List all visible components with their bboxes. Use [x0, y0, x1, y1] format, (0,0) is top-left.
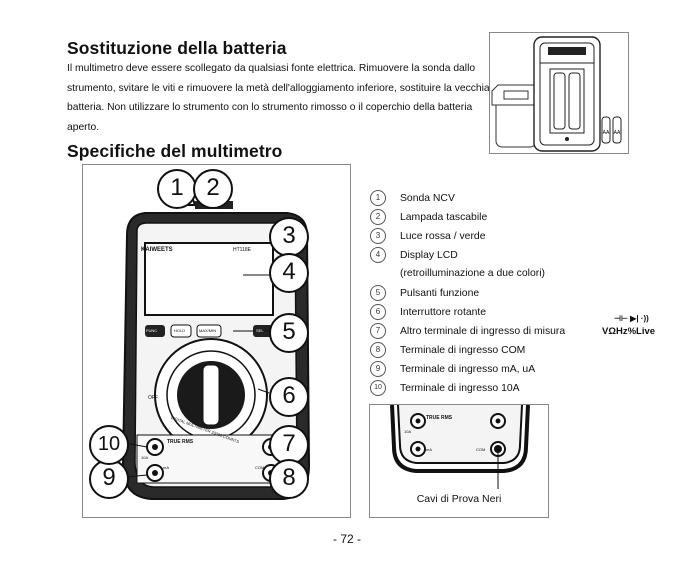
device-brand: KAIWEETS: [141, 247, 173, 253]
measurement-symbols-top: ⊣⊢ ▶| ·)): [614, 314, 649, 323]
battery-label: AA: [603, 130, 610, 136]
probe-jack-com: COM: [476, 447, 486, 452]
callout-6: 6: [269, 377, 309, 417]
callout-4: 4: [269, 253, 309, 293]
probe-jack-10a: 10A: [404, 429, 412, 434]
callout-8: 8: [269, 459, 309, 499]
list-item: (retroilluminazione a due colori): [400, 268, 545, 279]
callout-2: 2: [193, 169, 233, 209]
probe-detail-figure: TRUE RMS 10A mA COM Cavi di Prova Neri: [369, 404, 549, 518]
battery-label: AA: [614, 130, 621, 136]
callout-3: 3: [269, 217, 309, 257]
battery-compartment-figure: AA AA: [489, 32, 629, 154]
true-rms-label: TRUE RMS: [167, 439, 194, 445]
probe-jack-ma: mA: [426, 447, 432, 452]
battery-replacement-title: Sostituzione della batteria: [67, 38, 287, 58]
device-model: HT118E: [233, 247, 251, 253]
hold-button[interactable]: HOLD: [174, 328, 186, 333]
jack-10a-label: 10A: [141, 455, 149, 460]
multimeter-specs-title: Specifiche del multimetro: [67, 141, 283, 161]
callout-5: 5: [269, 313, 309, 353]
measurement-symbols-bottom: VΩHz%Live: [602, 326, 656, 337]
page-number: - 72 -: [332, 532, 361, 546]
callout-1: 1: [157, 169, 197, 209]
probe-true-rms: TRUE RMS: [426, 415, 453, 421]
callout-9: 9: [89, 459, 129, 499]
jack-ma-label: mA: [163, 465, 169, 470]
func-button[interactable]: FUNC: [146, 328, 158, 333]
callout-7: 7: [269, 425, 309, 465]
dial-off-label: OFF: [148, 395, 158, 401]
maxmin-button[interactable]: MAX/MIN: [199, 328, 217, 333]
jack-com-label: COM: [255, 465, 265, 470]
callout-10: 10: [89, 425, 129, 465]
battery-replacement-paragraph: Il multimetro deve essere scollegato da …: [67, 63, 490, 134]
sel-button[interactable]: SEL: [256, 328, 264, 333]
multimeter-figure: KAIWEETS HT118E FUNC HOLD MAX/MIN SEL OF…: [82, 164, 351, 518]
probe-caption: Cavi di Prova Neri: [416, 493, 502, 505]
